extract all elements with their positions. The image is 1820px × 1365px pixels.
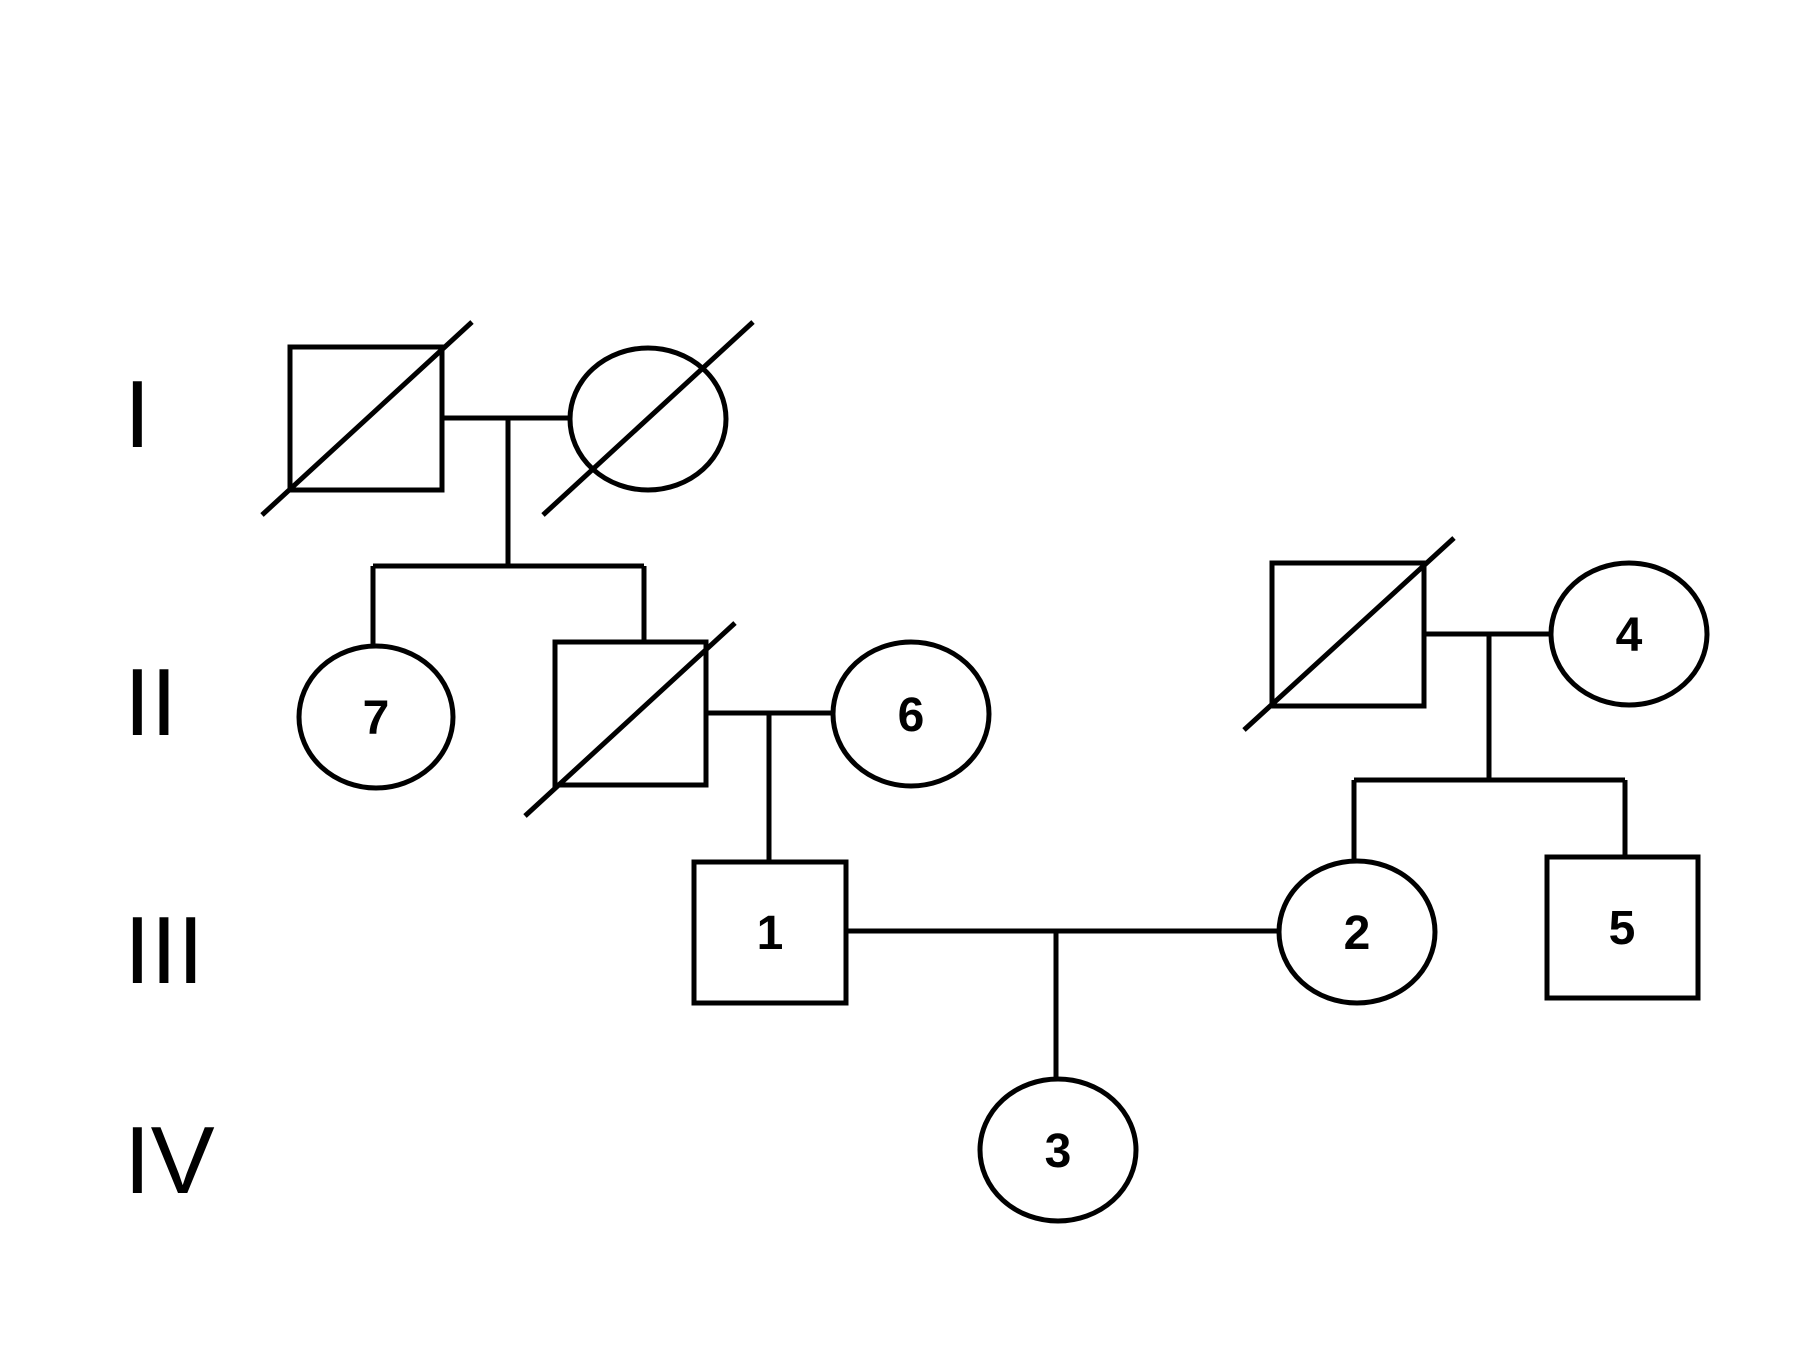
individual-III-1: 1 [691, 859, 849, 1006]
male-square [552, 639, 709, 788]
female-circle [296, 643, 456, 791]
individual-II-4: 4 [1548, 560, 1710, 708]
deceased-slash [541, 320, 755, 517]
generation-label-II: II [124, 649, 177, 756]
individual-II-male-right [1242, 536, 1456, 732]
individual-I-male [260, 320, 474, 517]
id-label-5: 5 [1609, 902, 1636, 955]
individual-IV-3: 3 [977, 1076, 1139, 1224]
deceased-slash [260, 320, 474, 517]
female-circle [1548, 560, 1710, 708]
individual-II-7: 7 [296, 643, 456, 791]
individual-II-male [523, 621, 737, 818]
male-square [1544, 854, 1701, 1001]
female-circle [1276, 858, 1438, 1006]
id-label-1: 1 [757, 907, 784, 960]
individual-III-2: 2 [1276, 858, 1438, 1006]
id-label-7: 7 [363, 692, 390, 745]
male-square [691, 859, 849, 1006]
deceased-slash [523, 621, 737, 818]
pedigree-lines [370, 415, 1628, 1077]
id-label-4: 4 [1616, 609, 1643, 662]
deceased-slash [1242, 536, 1456, 732]
female-circle [830, 639, 992, 789]
id-label-3: 3 [1045, 1125, 1072, 1178]
id-label-6: 6 [898, 689, 925, 742]
generation-label-III: III [124, 897, 204, 1004]
individual-II-6: 6 [830, 639, 992, 789]
generation-label-I: I [124, 361, 151, 468]
id-label-2: 2 [1344, 907, 1371, 960]
female-circle [977, 1076, 1139, 1224]
individual-III-5: 5 [1544, 854, 1701, 1001]
individual-I-female [541, 320, 755, 517]
generation-label-IV: IV [124, 1107, 215, 1214]
